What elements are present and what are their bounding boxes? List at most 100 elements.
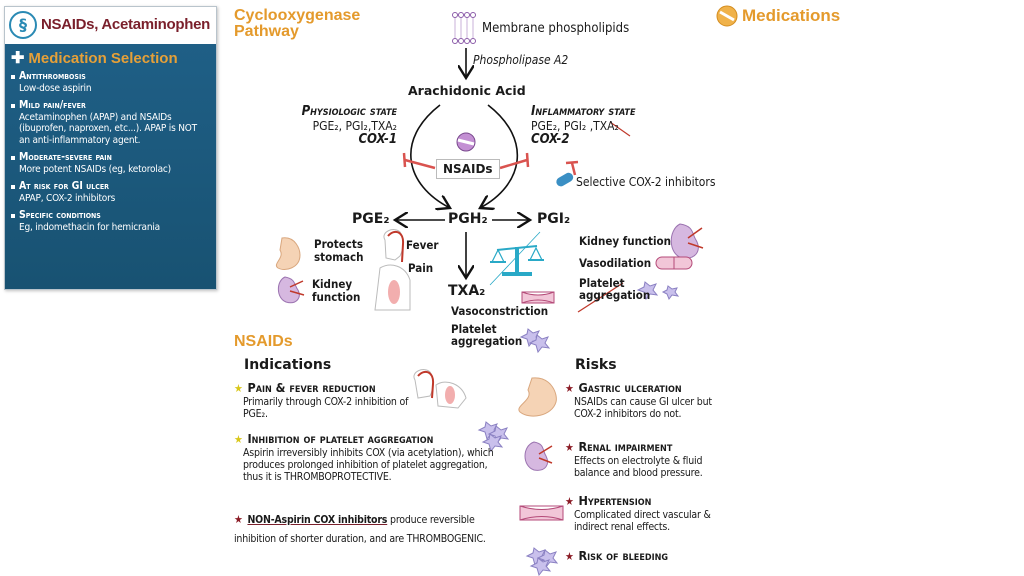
fever-head-icon xyxy=(383,229,405,263)
non-aspirin-text: produce reversible inhibition of shorter… xyxy=(234,514,486,545)
inflammatory-state: Inflammatory state PGE₂, PGI₂ ,TXA₂ COX-… xyxy=(531,105,635,147)
selection-text: Low-dose aspirin xyxy=(19,82,92,94)
pge2-effect-stomach: Protects stomach xyxy=(314,237,364,264)
cox2-label: COX-2 xyxy=(531,132,570,147)
star-icon: ★ xyxy=(565,441,574,454)
risk-head: Gastric ulceration xyxy=(578,380,682,395)
selection-head: Antithrombosis xyxy=(19,70,86,82)
cox1-inhibition xyxy=(404,158,436,170)
membrane-label: Membrane phospholipids xyxy=(482,21,630,36)
risk-item: ★ Gastric ulceration NSAIDs can cause GI… xyxy=(565,377,745,420)
capsule-icon xyxy=(556,172,574,187)
txa2-effect-platelet: Platelet aggregation xyxy=(451,322,523,348)
pathway-title-line1: Cyclooxygenase xyxy=(234,7,361,24)
pgh2-label: PGH₂ xyxy=(448,211,488,227)
cox1-arc xyxy=(410,104,450,208)
subtitle-text: Medication Selection xyxy=(28,50,178,67)
platelet-cluster-icon xyxy=(525,547,559,576)
non-aspirin-note: ★ NON-Aspirin COX inhibitors produce rev… xyxy=(234,508,509,546)
platelet-strike xyxy=(577,282,624,313)
indication-item: ★ Inhibition of platelet aggregation Asp… xyxy=(234,428,524,483)
selection-text: APAP, COX-2 inhibitors xyxy=(19,192,116,204)
indication-item: ★ Pain & fever reduction Primarily throu… xyxy=(234,377,434,420)
platelet-cluster-icon xyxy=(477,421,510,453)
pgi2-label: PGI₂ xyxy=(537,211,571,227)
selection-item: At risk for GI ulcer APAP, COX-2 inhibit… xyxy=(11,180,210,204)
non-aspirin-link: NON-Aspirin COX inhibitors xyxy=(247,514,388,526)
pgi2-effect-platelet: Platelet aggregation xyxy=(579,276,651,302)
dilated-vessel-icon xyxy=(655,256,693,270)
membrane-icon xyxy=(452,12,476,44)
star-icon: ★ xyxy=(234,433,243,446)
pge2-effect-pain: Pain xyxy=(408,261,434,275)
pgi2-effect-kidney: Kidney function xyxy=(579,234,672,248)
risk-head: Hypertension xyxy=(578,493,652,508)
inflammatory-products: PGE₂, PGI₂ ,TXA₂ xyxy=(531,119,619,133)
caduceus-icon: § xyxy=(9,10,37,39)
selection-item: Moderate-severe pain More potent NSAIDs … xyxy=(11,151,210,175)
cox2-inhibition xyxy=(499,158,528,170)
risk-text: Effects on electrolyte & fluid balance a… xyxy=(574,455,703,479)
pge2-label: PGE₂ xyxy=(352,211,390,227)
physiologic-products: PGE₂, PGI₂,TXA₂ xyxy=(312,119,397,133)
selection-item: Antithrombosis Low-dose aspirin xyxy=(11,70,210,94)
pge2-effect-fever: Fever xyxy=(406,238,439,252)
star-icon: ★ xyxy=(565,495,574,508)
pgi2-effect-vasodilation: Vasodilation xyxy=(579,256,652,270)
selection-head: At risk for GI ulcer xyxy=(19,180,110,192)
panel-title: NSAIDs, Acetaminophen xyxy=(41,16,211,33)
pge2-effect-kidney: Kidney function xyxy=(312,277,361,304)
arachidonic-label: Arachidonic Acid xyxy=(408,83,526,98)
indication-head: Inhibition of platelet aggregation xyxy=(247,431,434,446)
pill-icon xyxy=(716,5,738,27)
selective-inhibition xyxy=(570,162,577,176)
enzyme-label: Phospholipase A2 xyxy=(473,53,569,67)
txa2-label: TXA₂ xyxy=(448,283,486,299)
medications-header: Medications xyxy=(716,5,840,27)
constricted-vessel-icon xyxy=(519,505,564,521)
txa2-effect-vasoconstriction: Vasoconstriction xyxy=(451,304,549,318)
panel-body: ✚ Medication Selection Antithrombosis Lo… xyxy=(5,44,216,289)
kidney-icon xyxy=(524,441,553,471)
platelet-icon xyxy=(636,281,680,301)
inflammatory-title: Inflammatory state xyxy=(531,104,636,119)
selection-head: Moderate-severe pain xyxy=(19,151,112,163)
star-icon: ★ xyxy=(234,382,243,395)
selection-text: Acetaminophen (APAP) and NSAIDs (ibuprof… xyxy=(19,111,197,146)
selection-text: Eg, indomethacin for hemicrania xyxy=(19,221,160,233)
medication-selection-panel: § NSAIDs, Acetaminophen ✚ Medication Sel… xyxy=(4,6,217,290)
bullet-icon xyxy=(11,214,15,218)
selection-head: Specific conditions xyxy=(19,209,101,221)
risk-text: NSAIDs can cause GI ulcer but COX-2 inhi… xyxy=(574,396,712,420)
platelet-cluster-icon xyxy=(519,328,551,354)
indication-head: Pain & fever reduction xyxy=(247,380,376,395)
plus-icon: ✚ xyxy=(11,49,25,67)
indication-text: Primarily through COX-2 inhibition of PG… xyxy=(243,396,409,420)
nsaid-pill-icon xyxy=(456,132,476,152)
cox2-arc xyxy=(480,104,519,208)
risk-text: Complicated direct vascular & indirect r… xyxy=(574,509,711,533)
panel-subtitle: ✚ Medication Selection xyxy=(11,50,210,67)
star-icon: ★ xyxy=(565,382,574,395)
star-icon: ★ xyxy=(565,550,574,563)
selective-cox2-label: Selective COX-2 inhibitors xyxy=(576,175,716,189)
kidney-icon xyxy=(670,223,704,259)
bullet-icon xyxy=(11,75,15,79)
constricted-vessel-icon xyxy=(521,291,555,304)
stomach-icon xyxy=(518,377,557,417)
pain-body-icon xyxy=(374,264,411,311)
txa2-strike xyxy=(609,121,631,137)
medications-title: Medications xyxy=(742,6,841,25)
balance-scale-icon xyxy=(489,231,544,286)
pathway-title-line2: Pathway xyxy=(234,23,299,40)
star-icon: ★ xyxy=(234,513,243,526)
kidney-icon xyxy=(277,276,305,304)
stomach-icon xyxy=(275,237,301,270)
selection-head: Mild pain/fever xyxy=(19,99,86,111)
fever-head-icon xyxy=(413,369,435,399)
risk-head: Renal impairment xyxy=(578,439,673,454)
risk-item: ★ Risk of bleeding xyxy=(565,545,745,564)
bullet-icon xyxy=(11,104,15,108)
nsaids-title: NSAIDs xyxy=(234,333,293,350)
